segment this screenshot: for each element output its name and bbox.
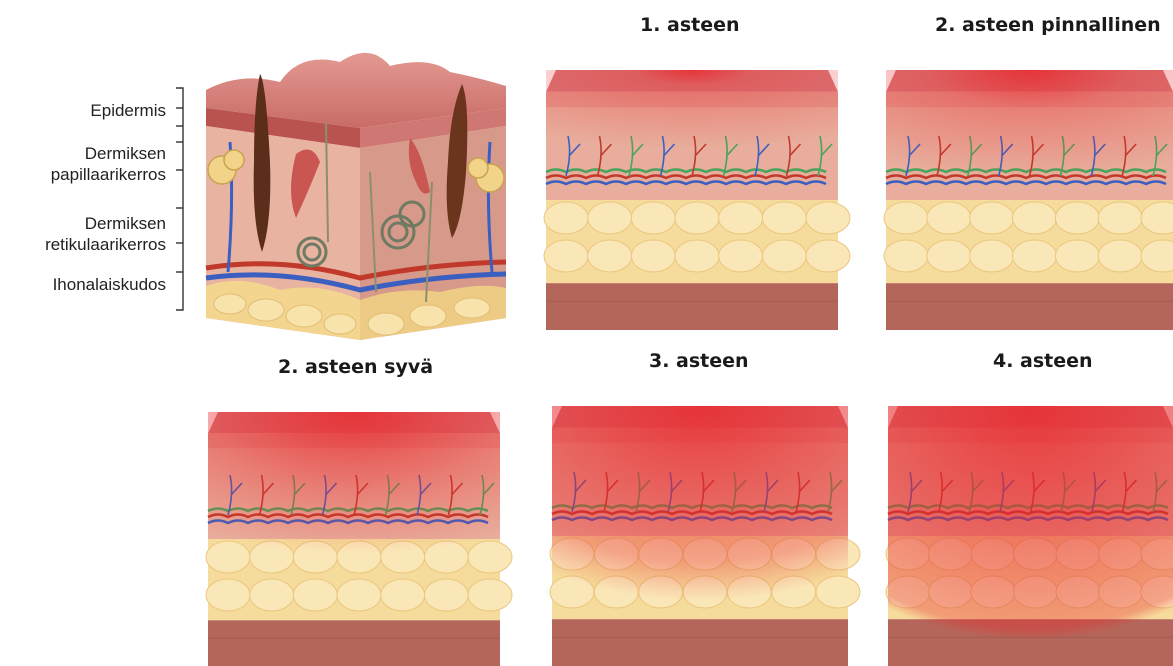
muscle-layer	[546, 283, 838, 330]
muscle-layer	[552, 619, 848, 666]
panel-third-degree	[552, 406, 848, 666]
layer-bracket	[0, 0, 200, 330]
muscle-layer	[886, 283, 1173, 330]
panel-fourth-degree	[888, 406, 1173, 666]
title-first-degree: 1. asteen	[640, 14, 740, 36]
panel-second-degree-superficial	[886, 70, 1173, 330]
burn-overlay	[552, 406, 848, 601]
burn-overlay	[546, 70, 838, 148]
muscle-layer	[208, 620, 500, 666]
skin-anatomy-illustration	[200, 42, 512, 340]
burn-overlay	[886, 70, 1173, 177]
title-third-degree: 3. asteen	[649, 350, 749, 372]
title-second-degree-deep: 2. asteen syvä	[278, 356, 433, 378]
title-second-degree-superficial: 2. asteen pinnallinen	[935, 14, 1161, 36]
title-fourth-degree: 4. asteen	[993, 350, 1093, 372]
panel-first-degree	[546, 70, 838, 330]
panel-second-degree-deep	[208, 412, 500, 666]
burn-overlay	[208, 412, 500, 555]
burn-overlay	[888, 406, 1173, 640]
